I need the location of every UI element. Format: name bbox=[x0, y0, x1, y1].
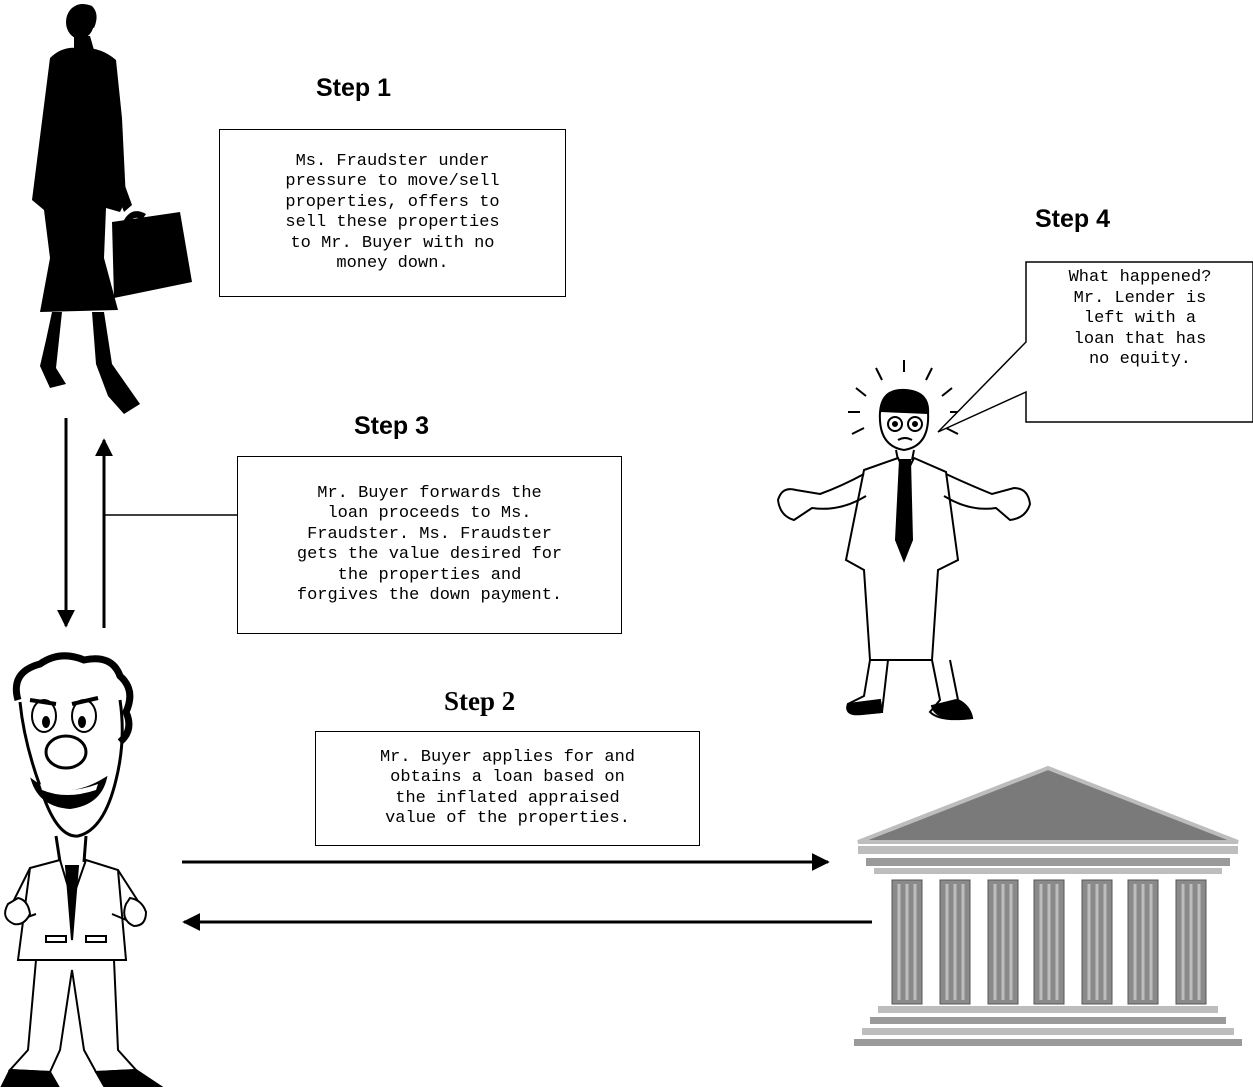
bank-building-icon bbox=[854, 765, 1242, 1046]
step2-heading: Step 2 bbox=[444, 686, 516, 716]
step1-heading: Step 1 bbox=[316, 74, 392, 102]
step3-heading: Step 3 bbox=[354, 412, 430, 440]
step1-textbox: Ms. Fraudster under pressure to move/sel… bbox=[219, 129, 566, 297]
shrugging-man-cartoon-icon bbox=[776, 360, 1032, 721]
grinning-man-cartoon-icon bbox=[0, 652, 164, 1087]
step4-heading: Step 4 bbox=[1035, 205, 1111, 233]
step3-textbox: Mr. Buyer forwards the loan proceeds to … bbox=[237, 456, 622, 634]
businesswoman-silhouette-icon bbox=[32, 4, 192, 414]
step2-textbox: Mr. Buyer applies for and obtains a loan… bbox=[315, 731, 700, 846]
step4-bubble-text: What happened? Mr. Lender is left with a… bbox=[1068, 268, 1212, 369]
speech-bubble-outline bbox=[937, 261, 1253, 433]
